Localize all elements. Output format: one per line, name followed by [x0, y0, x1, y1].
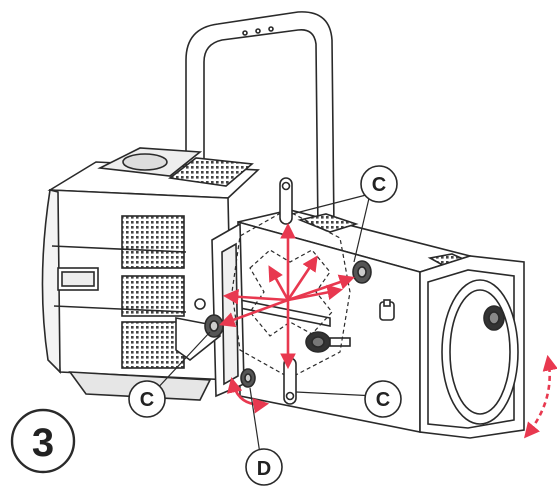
callout-top: C [360, 165, 398, 203]
curved-rotation-arrow-icon [226, 376, 270, 414]
step-number-badge: 3 [10, 408, 76, 474]
shutter-handle-bottom[interactable] [283, 357, 297, 405]
shutter-handle-left[interactable] [204, 314, 224, 338]
side-grille-bottom [121, 321, 185, 369]
callout-bottom: D [245, 448, 283, 486]
svg-text:3: 3 [32, 421, 54, 465]
red-double-arrow-icon [219, 222, 355, 370]
svg-text:C: C [376, 389, 390, 411]
side-grille-top [121, 215, 185, 269]
callout-leader-lines [153, 193, 377, 455]
shutter-handle-right[interactable] [352, 260, 372, 284]
zoom-knob [379, 299, 395, 321]
callout-right: C [364, 380, 402, 418]
svg-text:C: C [372, 174, 386, 196]
focus-knob [305, 331, 351, 353]
svg-text:D: D [257, 458, 271, 480]
shutter-handle-top[interactable] [279, 177, 293, 225]
dashed-curved-arrow-icon [524, 354, 557, 439]
rotation-grip[interactable] [240, 368, 256, 388]
callout-left: C [128, 380, 166, 418]
svg-text:C: C [140, 389, 154, 411]
front-lens-knob [483, 305, 505, 331]
